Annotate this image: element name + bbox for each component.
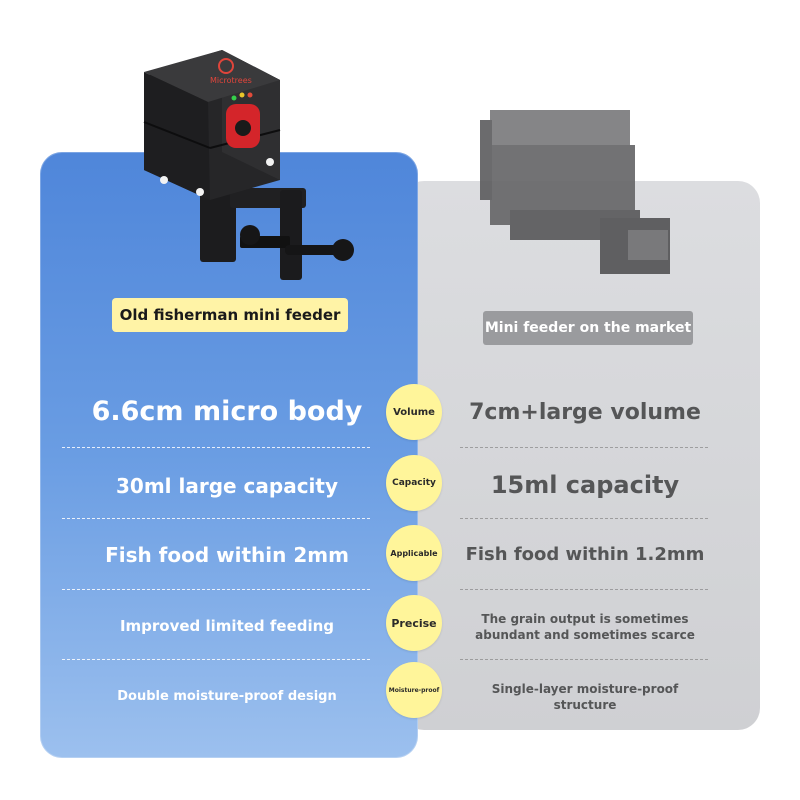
divider — [460, 659, 708, 660]
competitor-row-5: Single-layer moisture-proof structure — [491, 682, 679, 712]
product-row-2: 30ml large capacity — [115, 474, 339, 498]
badge-precise: Precise — [386, 595, 442, 651]
product-row-1: 6.6cm micro body — [91, 396, 363, 427]
competitor-product-image — [480, 110, 670, 274]
divider — [460, 447, 708, 448]
product-image: Microtrees — [143, 50, 354, 280]
product-label: Old fisherman mini feeder — [112, 298, 348, 332]
competitor-row-1: 7cm+large volume — [469, 400, 701, 425]
competitor-row-4: The grain output is sometimes abundant a… — [475, 612, 695, 642]
badge-applicable: Applicable — [386, 525, 442, 581]
badge-moisture-proof: Moisture-proof — [386, 662, 442, 718]
badge-capacity: Capacity — [386, 455, 442, 511]
product-row-3: Fish food within 2mm — [105, 543, 349, 567]
divider — [460, 518, 708, 519]
product-row-5: Double moisture-proof design — [117, 689, 337, 704]
competitor-row-3: Fish food within 1.2mm — [465, 544, 705, 565]
svg-text:Microtrees: Microtrees — [210, 76, 252, 85]
divider — [62, 518, 370, 519]
divider — [62, 589, 370, 590]
competitor-panel — [402, 181, 760, 730]
badge-volume: Volume — [386, 384, 442, 440]
divider — [62, 447, 370, 448]
competitor-row-2: 15ml capacity — [490, 471, 680, 499]
competitor-label: Mini feeder on the market — [483, 311, 693, 345]
product-row-4: Improved limited feeding — [119, 617, 335, 635]
brand-logo: Microtrees — [210, 58, 252, 85]
divider — [62, 659, 370, 660]
divider — [460, 589, 708, 590]
